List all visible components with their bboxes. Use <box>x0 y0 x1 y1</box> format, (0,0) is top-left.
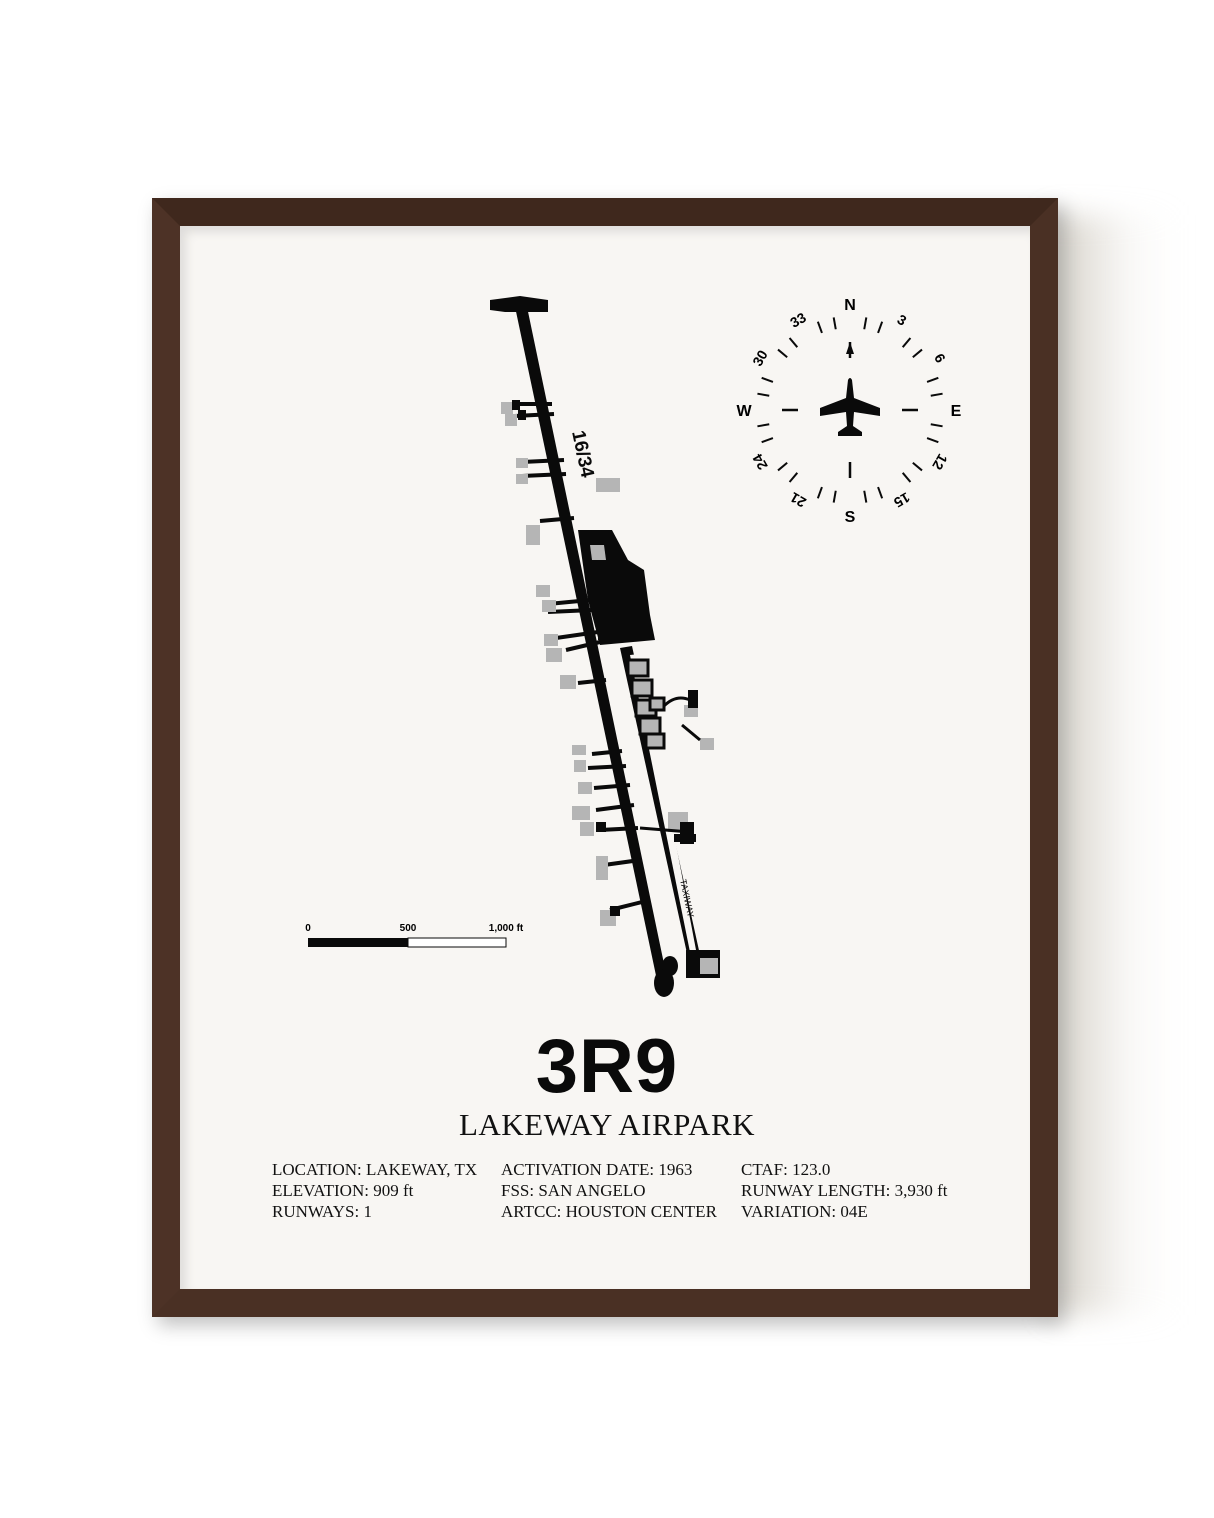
scale-label-1000: 1,000 ft <box>489 923 524 934</box>
compass-label-w: W <box>736 403 752 420</box>
compass-tick <box>777 461 788 472</box>
compass-tick <box>757 392 770 397</box>
wall-shadow <box>1050 215 1180 1315</box>
info-runways: RUNWAYS: 1 <box>272 1202 372 1221</box>
compass-tick <box>757 423 770 428</box>
compass-label-n: N <box>844 297 856 314</box>
hangar-block <box>626 658 666 750</box>
compass-tick <box>926 376 939 383</box>
scale-label-500: 500 <box>400 923 417 934</box>
compass-tick <box>832 317 837 330</box>
compass-tick <box>901 337 912 348</box>
compass-tick <box>816 321 823 334</box>
info-elevation: ELEVATION: 909 ft <box>272 1181 414 1200</box>
scale-bar: 0 500 1,000 ft <box>305 923 524 948</box>
info-column-3: CTAF: 123.0 RUNWAY LENGTH: 3,930 ft VARI… <box>741 1159 948 1222</box>
picture-frame <box>152 198 1058 1317</box>
info-ctaf: CTAF: 123.0 <box>741 1160 831 1179</box>
compass-tick <box>930 423 943 428</box>
runway-label: 16/34 <box>567 429 598 480</box>
compass-degree-label: 3 <box>895 311 910 329</box>
info-column-1: LOCATION: LAKEWAY, TX ELEVATION: 909 ft … <box>272 1159 477 1222</box>
info-activation: ACTIVATION DATE: 1963 <box>501 1160 693 1179</box>
compass-tick <box>912 348 923 359</box>
info-fss: FSS: SAN ANGELO <box>501 1181 646 1200</box>
compass-label-e: E <box>951 403 962 420</box>
compass-tick <box>832 490 837 503</box>
compass-tick <box>930 392 943 397</box>
compass-label-s: S <box>845 509 856 526</box>
scale-label-0: 0 <box>305 923 311 934</box>
compass-tick <box>761 376 774 383</box>
compass-degree-label: 24 <box>749 451 771 473</box>
compass-tick <box>863 490 868 503</box>
compass-tick <box>788 337 799 348</box>
poster-paper <box>180 226 1030 1289</box>
compass-degree-label: 6 <box>931 351 949 366</box>
compass-tick <box>877 486 884 499</box>
compass-tick <box>912 461 923 472</box>
compass-tick <box>926 437 939 444</box>
compass-tick <box>877 321 884 334</box>
airplane-icon <box>820 378 880 436</box>
compass-tick <box>788 472 799 483</box>
west-hangars <box>501 400 718 978</box>
compass-tick <box>777 348 788 359</box>
compass-tick <box>901 472 912 483</box>
main-apron <box>578 530 655 645</box>
info-runway-length: RUNWAY LENGTH: 3,930 ft <box>741 1181 948 1200</box>
info-location: LOCATION: LAKEWAY, TX <box>272 1160 478 1179</box>
info-column-2: ACTIVATION DATE: 1963 FSS: SAN ANGELO AR… <box>501 1159 717 1222</box>
compass-degree-label: 33 <box>787 309 809 331</box>
compass-tick <box>816 486 823 499</box>
compass-degree-label: 15 <box>891 489 913 511</box>
compass-degree-label: 12 <box>929 451 951 473</box>
compass-rose: N E S W 3 6 12 15 21 24 30 33 <box>736 297 961 526</box>
info-artcc: ARTCC: HOUSTON CENTER <box>501 1202 717 1221</box>
airport-name: LAKEWAY AIRPARK <box>458 1107 756 1142</box>
compass-degree-label: 30 <box>749 347 771 369</box>
info-variation: VARIATION: 04E <box>741 1202 868 1221</box>
airport-code: 3R9 <box>535 1024 679 1109</box>
compass-degree-label: 21 <box>787 489 809 511</box>
compass-tick <box>761 437 774 444</box>
compass-tick <box>863 317 868 330</box>
